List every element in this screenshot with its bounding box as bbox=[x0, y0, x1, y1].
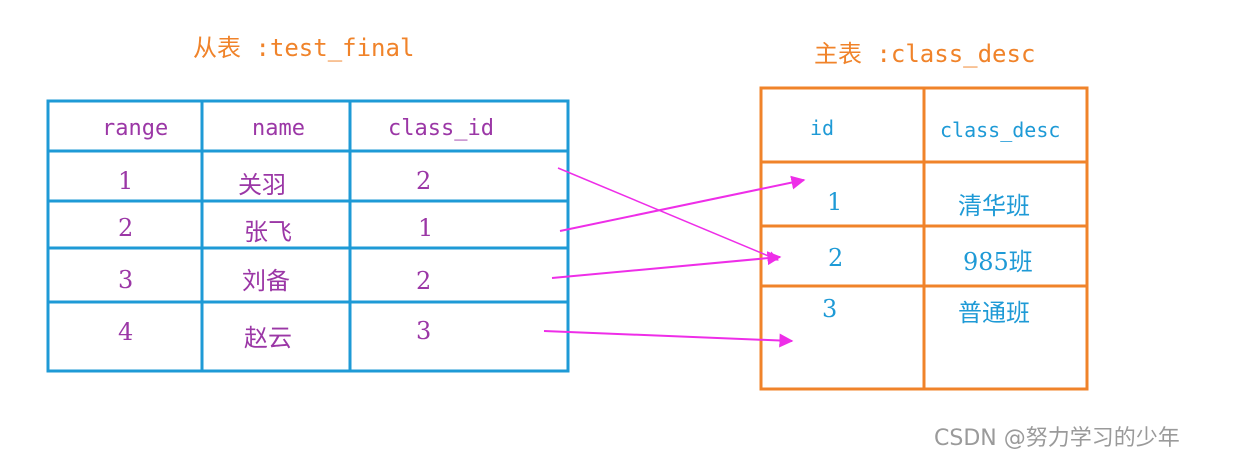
master-cell-class-desc: 清华班 bbox=[958, 192, 1030, 220]
slave-cell-name: 张飞 bbox=[244, 218, 292, 246]
foreign-key-arrows bbox=[543, 167, 806, 348]
master-cell-class-desc: 985班 bbox=[963, 248, 1033, 276]
slave-cell-class-id: 2 bbox=[416, 167, 432, 195]
slave-cell-name: 关羽 bbox=[238, 171, 286, 199]
master-header-class-desc: class_desc bbox=[940, 118, 1061, 142]
slave-table-title: 从表 :test_final bbox=[193, 34, 415, 62]
arrow-row4-to-id3 bbox=[543, 330, 794, 348]
slave-header-name: name bbox=[252, 116, 305, 141]
slave-cell-class-id: 2 bbox=[416, 267, 432, 295]
slave-table-grid bbox=[46, 99, 570, 373]
arrow-row3-to-id2 bbox=[551, 251, 782, 279]
slave-cell-class-id: 1 bbox=[418, 214, 434, 242]
slave-cell-range: 3 bbox=[118, 266, 134, 294]
arrow-row1-to-id2 bbox=[557, 167, 779, 262]
slave-cell-range: 1 bbox=[118, 167, 134, 195]
slave-header-class-id: class_id bbox=[388, 116, 494, 141]
slave-cell-class-id: 3 bbox=[416, 317, 432, 345]
master-table-title: 主表 :class_desc bbox=[814, 40, 1036, 68]
slave-cell-name: 刘备 bbox=[242, 267, 290, 295]
master-table-grid bbox=[759, 86, 1089, 391]
master-header-id: id bbox=[810, 116, 835, 140]
slave-header-range: range bbox=[102, 116, 169, 141]
master-cell-class-desc: 普通班 bbox=[958, 299, 1030, 327]
master-cell-id: 2 bbox=[828, 244, 844, 272]
slave-cell-name: 赵云 bbox=[244, 324, 292, 352]
slave-cell-range: 2 bbox=[118, 214, 134, 242]
slave-cell-range: 4 bbox=[118, 318, 134, 346]
arrow-row2-to-id1 bbox=[559, 175, 806, 232]
watermark: CSDN @努力学习的少年 bbox=[934, 426, 1180, 451]
slave-table-border bbox=[46, 99, 570, 373]
master-cell-id: 1 bbox=[827, 188, 843, 216]
master-cell-id: 3 bbox=[822, 295, 838, 323]
